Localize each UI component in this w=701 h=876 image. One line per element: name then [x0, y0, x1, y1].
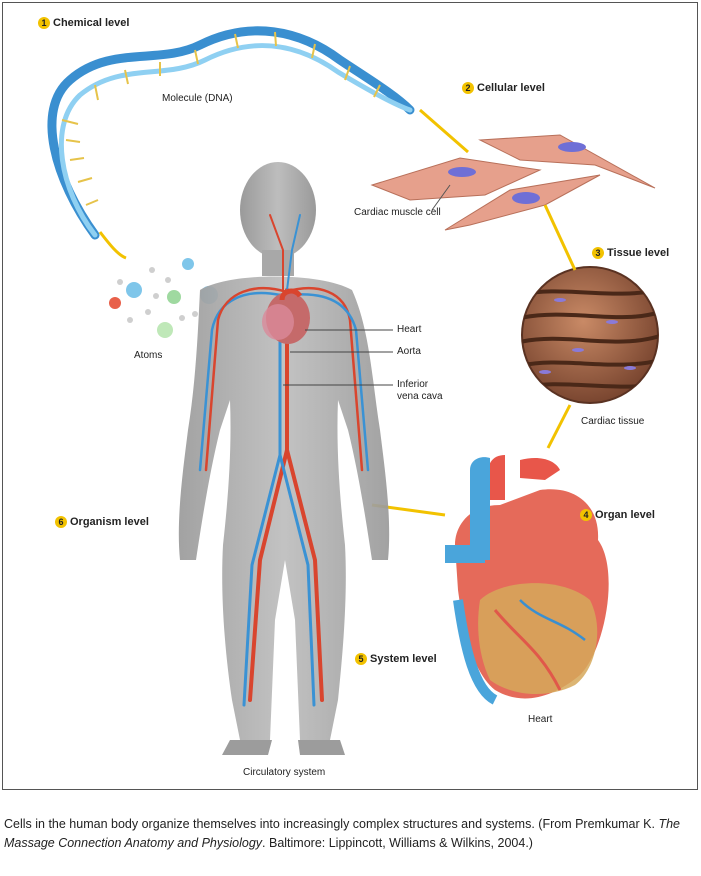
- level-organism-text: Organism level: [70, 516, 149, 528]
- human-body: [178, 162, 393, 755]
- body-heart-label: Heart: [397, 324, 422, 335]
- level-tissue-text: Tissue level: [607, 247, 670, 259]
- inferior-vena-cava-label-line2: vena cava: [397, 391, 443, 402]
- level-cellular-text: Cellular level: [477, 82, 545, 94]
- level-system-label: 5 System level: [355, 653, 437, 665]
- figure-caption: Cells in the human body organize themsel…: [4, 815, 694, 853]
- level-tissue-label: 3 Tissue level: [592, 247, 669, 259]
- caption-book-title: The Massage Connection Anatomy and Physi…: [4, 817, 680, 850]
- level-number-badge: 5: [355, 653, 367, 665]
- inferior-vena-cava-label-line1: Inferior: [397, 379, 429, 390]
- level-organ-label: 4 Organ level: [580, 509, 655, 521]
- level-chemical-label: 1 Chemical level: [38, 17, 129, 29]
- heart-organ: [371, 455, 609, 705]
- caption-text-end: . Baltimore: Lippincott, Williams & Wilk…: [262, 836, 533, 850]
- level-organ-text: Organ level: [595, 509, 655, 521]
- level-number-badge: 2: [462, 82, 474, 94]
- circulatory-system-label: Circulatory system: [243, 767, 326, 778]
- level-cellular-label: 2 Cellular level: [462, 82, 545, 94]
- heart-organ-label: Heart: [528, 714, 553, 725]
- cardiac-tissue-label: Cardiac tissue: [581, 416, 645, 427]
- level-organism-label: 6 Organism level: [55, 516, 149, 528]
- level-number-badge: 3: [592, 247, 604, 259]
- level-number-badge: 6: [55, 516, 67, 528]
- level-system-text: System level: [370, 653, 437, 665]
- level-number-badge: 4: [580, 509, 592, 521]
- cardiac-cells: [370, 108, 656, 231]
- dna-helix: [47, 26, 415, 260]
- level-chemical-text: Chemical level: [53, 17, 130, 29]
- molecule-dna-label: Molecule (DNA): [162, 93, 233, 104]
- level-number-badge: 1: [38, 17, 50, 29]
- atoms-label: Atoms: [134, 350, 163, 361]
- cardiac-muscle-cell-label: Cardiac muscle cell: [354, 207, 441, 218]
- cardiac-tissue-disc: [521, 204, 659, 449]
- caption-text-start: Cells in the human body organize themsel…: [4, 817, 659, 831]
- body-aorta-label: Aorta: [397, 346, 421, 357]
